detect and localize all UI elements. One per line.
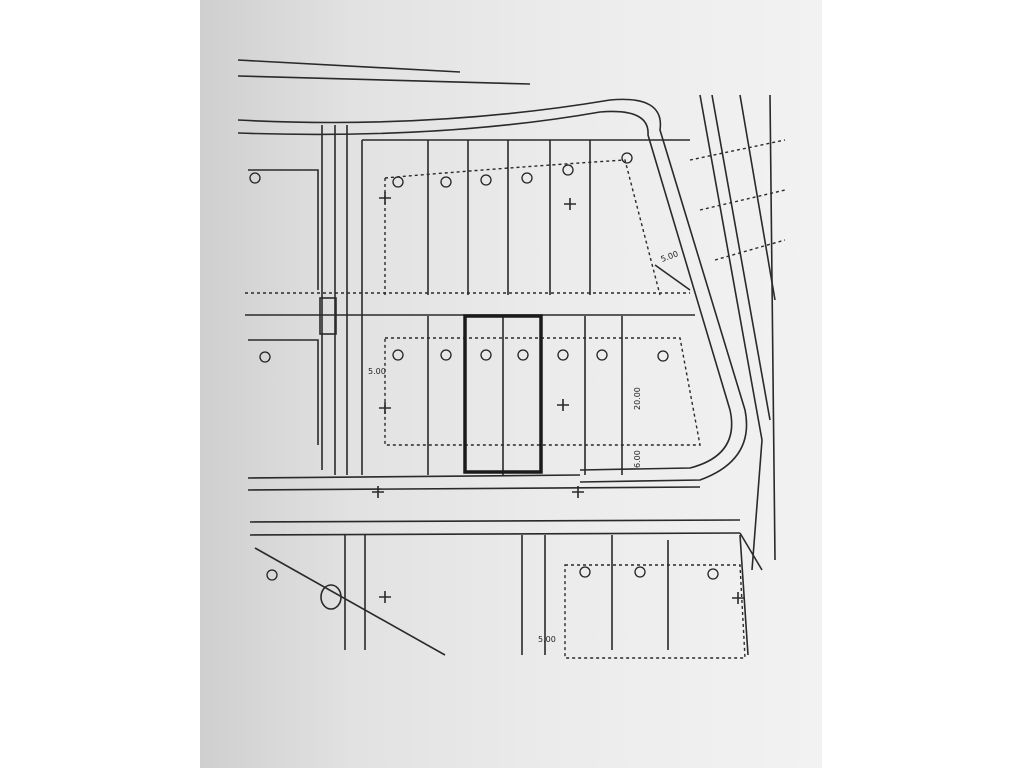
lot-number-marker	[517, 349, 529, 361]
block-south	[384, 314, 701, 475]
lot-number-marker	[557, 349, 569, 361]
survey-cross-marker	[379, 402, 391, 414]
lot-number-marker	[707, 568, 719, 580]
lot-number-marker	[440, 349, 452, 361]
dimension-label: 5.00	[368, 367, 386, 376]
lot-number-marker	[657, 350, 669, 362]
highlighted-lots	[463, 314, 543, 474]
lot-number-marker	[392, 176, 404, 188]
dimension-label: 20.00	[633, 387, 642, 410]
survey-cross-marker	[732, 592, 744, 604]
lot-number-marker	[621, 152, 633, 164]
lot-number-marker	[440, 176, 452, 188]
dimension-label: 5.00	[660, 249, 680, 264]
lot-number-marker	[259, 351, 271, 363]
survey-cross-marker	[572, 486, 584, 498]
lot-number-marker	[521, 172, 533, 184]
survey-cross-marker	[372, 486, 384, 498]
block-north	[245, 139, 695, 316]
lot-number-marker	[562, 164, 574, 176]
lower-road	[249, 519, 763, 571]
lot-number-marker	[249, 172, 261, 184]
dimension-label: 5.00	[538, 635, 556, 644]
survey-cross-marker	[557, 399, 569, 411]
lot-number-marker	[634, 566, 646, 578]
survey-cross-marker	[564, 198, 576, 210]
lot-number-marker	[392, 349, 404, 361]
survey-cross-marker	[379, 192, 391, 204]
block-bottom	[254, 534, 749, 659]
top-road	[237, 59, 748, 491]
lot-number-marker	[480, 174, 492, 186]
dimension-label: 6.00	[633, 450, 642, 468]
lot-number-marker	[266, 569, 278, 581]
right-road	[689, 94, 786, 571]
lot-number-marker	[596, 349, 608, 361]
lot-number-marker	[579, 566, 591, 578]
survey-cross-marker	[379, 591, 391, 603]
lot-number-marker	[480, 349, 492, 361]
left-street	[248, 125, 363, 475]
